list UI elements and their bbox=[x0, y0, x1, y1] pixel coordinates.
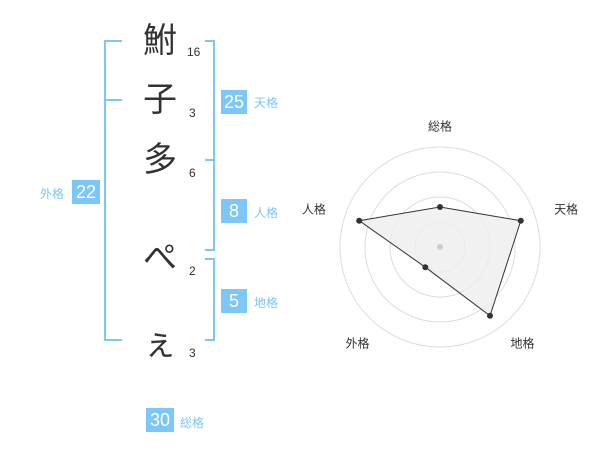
name-char-5: ぇ bbox=[143, 324, 177, 364]
chikaku-bracket bbox=[205, 258, 215, 341]
radar-axis-label-5: 人格 bbox=[302, 201, 326, 216]
name-char-4: ぺ bbox=[143, 238, 177, 278]
radar-axis-label-1: 総格 bbox=[428, 119, 452, 134]
soukaku-value: 30 bbox=[146, 408, 174, 432]
radar-axis-label-2: 天格 bbox=[554, 201, 578, 216]
name-char-2: 子 bbox=[143, 80, 177, 120]
stroke-count-4: 2 bbox=[189, 264, 196, 278]
radar-grid-ring bbox=[339, 146, 541, 348]
stroke-count-3: 6 bbox=[189, 166, 196, 180]
tenkaku-value: 25 bbox=[221, 90, 247, 114]
radar-point-2 bbox=[517, 217, 524, 224]
jinkaku-bracket bbox=[205, 159, 215, 251]
radar-point-3 bbox=[487, 312, 493, 319]
radar-point-1 bbox=[437, 204, 443, 210]
name-char-3: 多 bbox=[143, 140, 177, 180]
soukaku-label: 総格 bbox=[180, 416, 205, 430]
radar-axis-label-3: 地格 bbox=[511, 336, 535, 351]
radar-point-4 bbox=[422, 264, 429, 271]
chikaku-value: 5 bbox=[221, 289, 247, 313]
gaikaku-label: 外格 bbox=[40, 187, 65, 201]
jinkaku-label: 人格 bbox=[254, 206, 279, 220]
radar-axis-label-4: 外格 bbox=[345, 336, 369, 351]
radar-polygon bbox=[357, 206, 522, 317]
stroke-count-1: 16 bbox=[187, 45, 201, 59]
radar-center-dot bbox=[437, 244, 443, 250]
stroke-count-5: 3 bbox=[189, 346, 196, 360]
jinkaku-value: 8 bbox=[221, 199, 247, 223]
radar-grid-ring bbox=[364, 171, 516, 323]
name-char-1: 鮒 bbox=[143, 21, 177, 61]
gaikaku-value: 22 bbox=[72, 180, 100, 204]
gaikaku-bracket bbox=[104, 40, 122, 341]
radar-point-5 bbox=[356, 217, 363, 224]
stroke-count-2: 3 bbox=[189, 106, 196, 120]
chikaku-label: 地格 bbox=[254, 296, 279, 310]
tenkaku-label: 天格 bbox=[254, 96, 279, 110]
